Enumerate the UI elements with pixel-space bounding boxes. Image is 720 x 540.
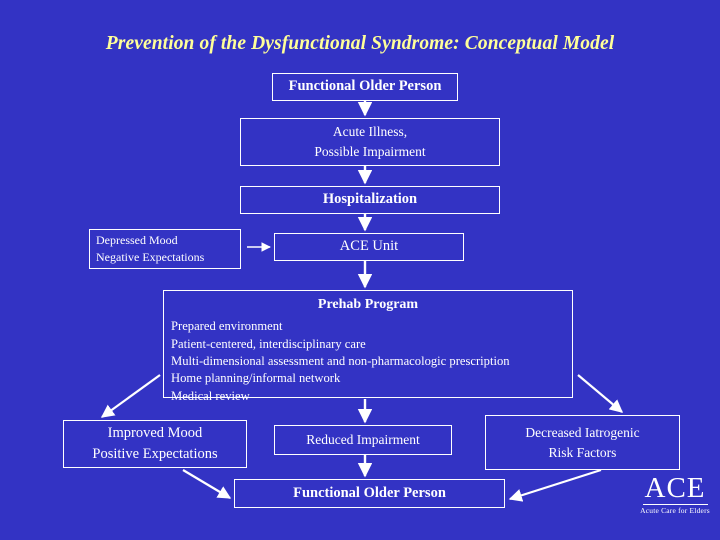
prehab-item: Medical review (171, 388, 250, 403)
node-label-line1: Acute Illness, (332, 124, 408, 140)
node-improved-mood[interactable]: Improved Mood Positive Expectations (63, 420, 247, 468)
node-label-line1: Improved Mood (107, 424, 203, 441)
node-label-line2: Risk Factors (548, 444, 617, 460)
prehab-item-list: Prepared environment Patient-centered, i… (164, 318, 572, 405)
node-functional-older-person-top[interactable]: Functional Older Person (272, 73, 458, 101)
node-hospitalization[interactable]: Hospitalization (240, 186, 500, 214)
node-label-line2: Negative Expectations (96, 250, 205, 264)
prehab-item: Prepared environment (171, 319, 283, 334)
ace-logo-word: ACE (642, 472, 708, 505)
node-label-line2: Possible Impairment (314, 144, 426, 159)
ace-logo-tagline: Acute Care for Elders (640, 506, 710, 515)
prehab-item: Home planning/informal network (171, 371, 341, 386)
node-label-line1: Decreased Iatrogenic (525, 424, 640, 440)
node-acute-illness[interactable]: Acute Illness, Possible Impairment (240, 118, 500, 166)
page-title: Prevention of the Dysfunctional Syndrome… (105, 33, 615, 54)
ace-logo: ACE Acute Care for Elders (632, 472, 718, 516)
node-label-line2: Positive Expectations (92, 446, 218, 462)
prehab-item: Patient-centered, interdisciplinary care (171, 336, 366, 351)
node-ace-unit[interactable]: ACE Unit (274, 233, 464, 261)
prehab-title: Prehab Program (317, 297, 419, 312)
node-functional-older-person-bottom[interactable]: Functional Older Person (234, 479, 505, 508)
node-label-line1: Depressed Mood (96, 232, 178, 247)
node-label: Functional Older Person (288, 78, 442, 95)
node-label: Functional Older Person (293, 484, 446, 501)
prehab-item: Multi-dimensional assessment and non-pha… (171, 354, 510, 369)
node-label: ACE Unit (339, 238, 399, 255)
node-label: Reduced Impairment (306, 432, 420, 448)
node-reduced-impairment[interactable]: Reduced Impairment (274, 425, 452, 455)
node-label: Hospitalization (322, 191, 418, 208)
node-prehab-program[interactable]: Prehab Program Prepared environment Pati… (163, 290, 573, 403)
node-decreased-iatrogenic-risk-factors[interactable]: Decreased Iatrogenic Risk Factors (485, 415, 680, 470)
node-depressed-mood[interactable]: Depressed Mood Negative Expectations (89, 229, 241, 269)
